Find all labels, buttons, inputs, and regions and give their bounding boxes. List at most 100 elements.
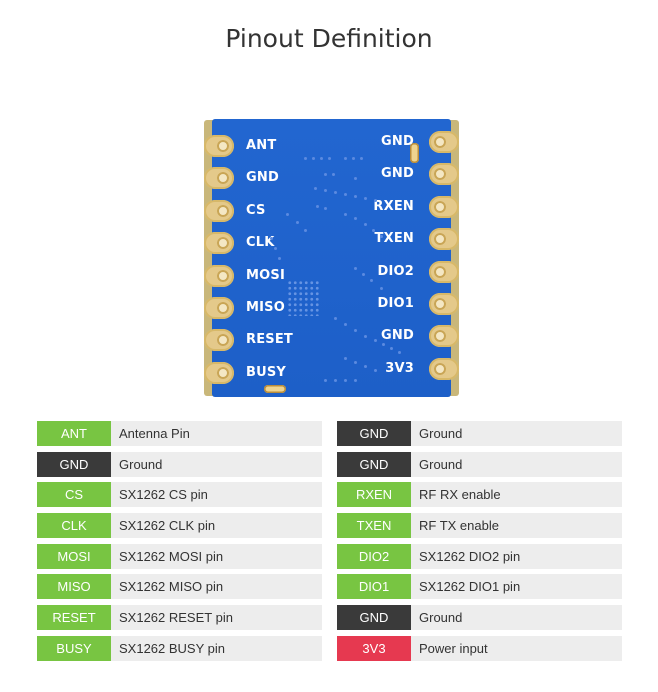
- pad-left-5: [204, 264, 234, 287]
- via-dot: [344, 379, 347, 382]
- pad-left-8: [204, 361, 234, 384]
- pin-name-badge: CLK: [37, 513, 111, 539]
- pin-name-badge: MISO: [37, 574, 111, 600]
- via-dot: [374, 339, 377, 342]
- pad-right-8: [429, 357, 459, 380]
- via-dot: [316, 205, 319, 208]
- pin-name-badge: GND: [37, 451, 111, 477]
- pad-left-6: [204, 297, 234, 319]
- via-dot: [344, 157, 347, 160]
- pin-name-badge: GND: [337, 451, 411, 477]
- board-pin-label: DIO2: [377, 263, 414, 279]
- pin-name-badge: BUSY: [37, 635, 111, 661]
- via-dot: [312, 157, 315, 160]
- via-dot: [334, 317, 337, 320]
- pin-name-badge: RESET: [37, 605, 111, 631]
- table-row: GND Ground: [337, 421, 622, 446]
- via-dot: [286, 213, 289, 216]
- via-dot: [380, 235, 383, 238]
- via-dot: [354, 195, 357, 198]
- via-dot: [314, 187, 317, 190]
- pin-description: Ground: [419, 610, 463, 626]
- via-dot: [364, 197, 367, 200]
- pin-description: Power input: [419, 640, 488, 656]
- via-dot: [296, 221, 299, 224]
- via-dot: [344, 213, 347, 216]
- board-surface: [212, 119, 451, 397]
- via-dot: [324, 189, 327, 192]
- board-pin-label: RESET: [246, 332, 294, 348]
- pin-name-badge: GND: [337, 605, 411, 631]
- via-dot: [304, 229, 307, 232]
- pin-name-badge: GND: [337, 421, 411, 446]
- via-dot: [374, 369, 377, 372]
- board-pin-label: ANT: [246, 138, 277, 153]
- board-pin-label: CLK: [246, 235, 275, 251]
- board-pin-label: TXEN: [374, 231, 414, 247]
- pin-description: SX1262 DIO1 pin: [419, 579, 521, 595]
- via-dot: [364, 365, 367, 368]
- via-dot: [372, 229, 375, 232]
- pin-description: SX1262 MISO pin: [119, 579, 224, 595]
- pad-right-6: [429, 293, 459, 315]
- via-dot: [364, 223, 367, 226]
- via-dot: [354, 217, 357, 220]
- via-dot: [374, 199, 377, 202]
- via-dot: [304, 157, 307, 160]
- via-dot: [328, 157, 331, 160]
- via-dot: [398, 351, 401, 354]
- pad-right-3: [429, 195, 459, 218]
- via-dot: [324, 379, 327, 382]
- board-pin-label: MOSI: [246, 267, 285, 283]
- pin-description: SX1262 RESET pin: [119, 610, 233, 626]
- via-dot: [270, 237, 273, 240]
- pin-name-badge: TXEN: [337, 513, 411, 539]
- board-pin-label: 3V3: [385, 360, 414, 376]
- via-dot: [360, 157, 363, 160]
- board-pin-label: MISO: [246, 300, 285, 315]
- board-pin-label: BUSY: [246, 364, 287, 380]
- board-pin-label: GND: [246, 170, 279, 186]
- via-dot: [278, 257, 281, 260]
- pin-description: Ground: [119, 456, 163, 472]
- pad-left-7: [204, 329, 234, 352]
- pad-left-2: [204, 167, 234, 190]
- pin-description: RF TX enable: [419, 518, 499, 534]
- via-dot: [362, 273, 365, 276]
- top-right-slot: [410, 143, 419, 163]
- bottom-slot: [264, 385, 286, 393]
- pin-name-badge: CS: [37, 482, 111, 508]
- pin-description: RF RX enable: [419, 487, 501, 503]
- via-dot: [320, 157, 323, 160]
- chip-pad-grid: [287, 280, 321, 316]
- via-dot: [324, 207, 327, 210]
- via-dot: [324, 173, 327, 176]
- pad-right-2: [429, 163, 459, 186]
- via-dot: [334, 191, 337, 194]
- pin-description: Antenna Pin: [119, 426, 190, 441]
- pin-description: Ground: [419, 426, 463, 441]
- via-dot: [354, 267, 357, 270]
- pad-left-3: [204, 199, 234, 222]
- table-row: TXEN RF TX enable: [337, 513, 622, 539]
- via-dot: [334, 379, 337, 382]
- pad-right-4: [429, 228, 459, 251]
- pad-left-4: [204, 232, 234, 255]
- via-dot: [380, 287, 383, 290]
- pad-left-1: [204, 135, 234, 157]
- board-pin-label: GND: [381, 166, 414, 182]
- table-row: RESET SX1262 RESET pin: [37, 605, 322, 631]
- pad-right-5: [429, 260, 459, 283]
- board-pin-label: GND: [381, 134, 414, 149]
- via-dot: [344, 323, 347, 326]
